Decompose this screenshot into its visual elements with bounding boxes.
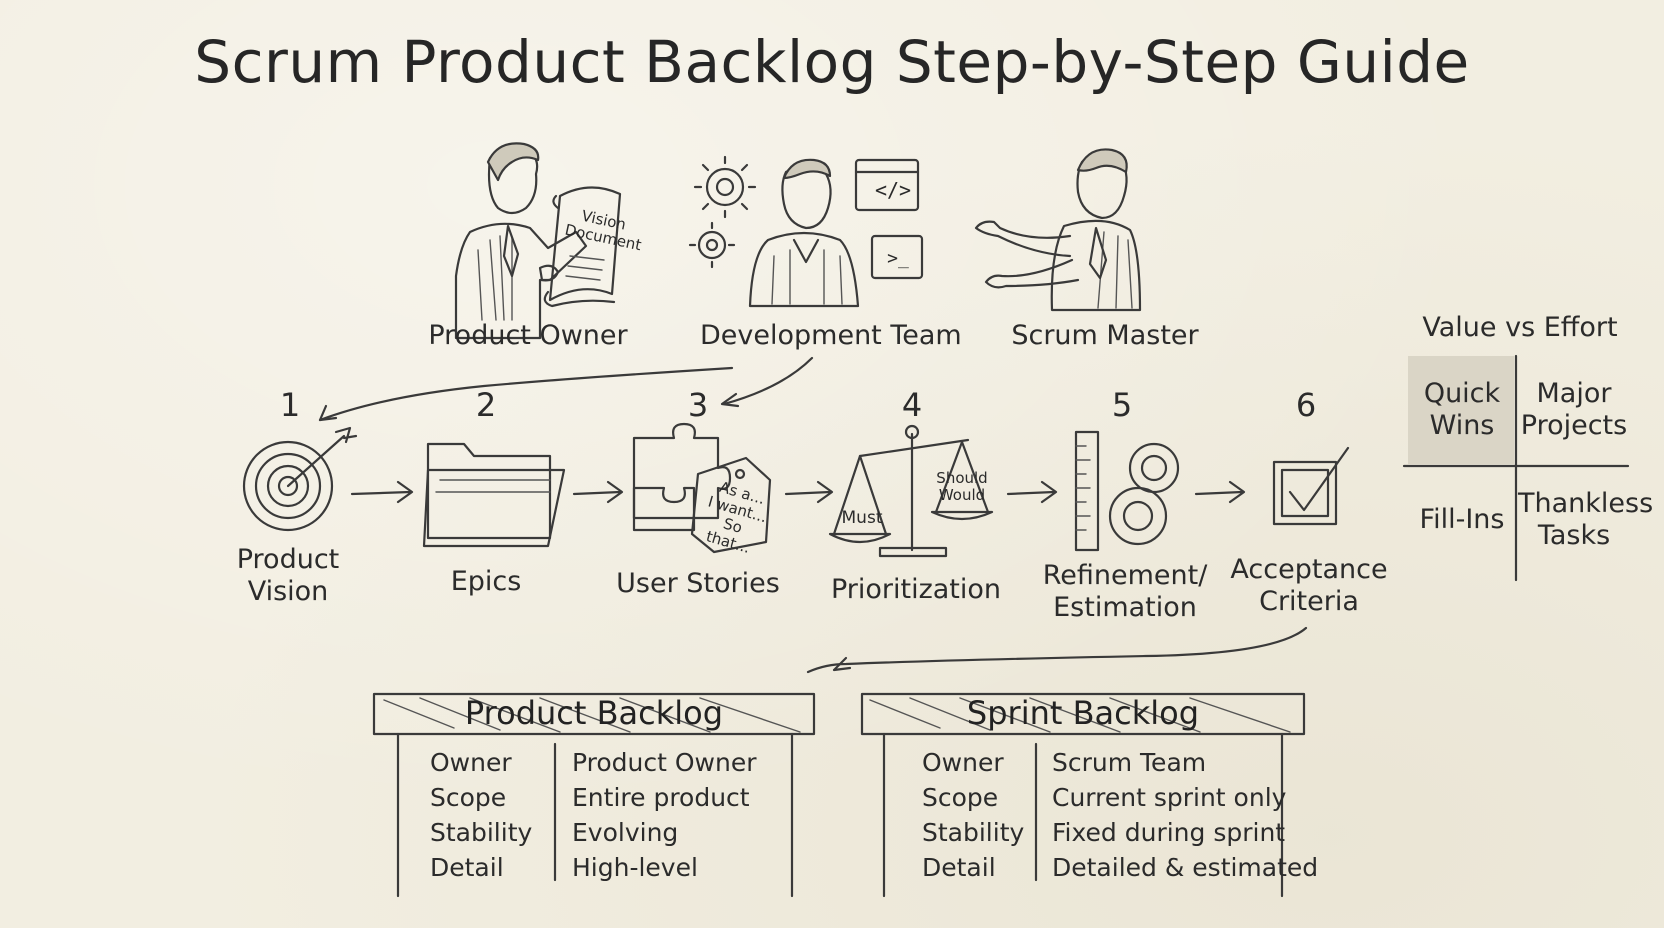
role-label-scrum-master: Scrum Master — [1011, 320, 1199, 351]
table-row-value: Evolving — [572, 818, 679, 847]
table-row-value: Entire product — [572, 783, 750, 812]
table-row-key: Stability — [922, 818, 1025, 847]
role-label-product-owner: Product Owner — [428, 320, 628, 351]
table-row-key: Scope — [922, 783, 999, 812]
matrix-cell-major-projects: Major Projects — [1520, 378, 1628, 441]
table-row-value: Current sprint only — [1052, 783, 1287, 812]
should-would-pan-label: Should Would — [936, 469, 988, 504]
product-backlog-header: Product Backlog — [464, 694, 724, 732]
balance-scale-icon — [828, 424, 994, 558]
step-number-4: 4 — [901, 386, 923, 424]
arrow-2-3 — [572, 480, 624, 504]
target-icon — [242, 426, 358, 532]
step-label-epics: Epics — [450, 566, 522, 597]
step-label-refinement-estimation: Refinement/ Estimation — [1042, 560, 1208, 623]
sprint-backlog-header: Sprint Backlog — [966, 694, 1200, 732]
folder-icon — [422, 442, 566, 548]
must-pan-label: Must — [841, 508, 883, 528]
table-row-key: Detail — [922, 853, 996, 882]
table-row-value: Detailed & estimated — [1052, 853, 1319, 882]
curved-arrow-to-backlogs — [806, 626, 1308, 674]
matrix-cell-fill-ins: Fill-Ins — [1419, 504, 1505, 535]
table-row-value: Product Owner — [572, 748, 757, 777]
person-with-scroll-icon — [454, 142, 622, 340]
curved-arrow-to-stories — [722, 356, 814, 406]
terminal-tag-icon: >_ — [887, 248, 909, 269]
table-row-key: Owner — [922, 748, 1004, 777]
page-title: Scrum Product Backlog Step-by-Step Guide — [194, 28, 1470, 96]
value-effort-matrix-grid — [1402, 354, 1630, 582]
role-label-development-team: Development Team — [700, 320, 962, 351]
step-label-acceptance-criteria: Acceptance Criteria — [1230, 554, 1388, 617]
arrow-3-4 — [784, 480, 834, 504]
step-label-prioritization: Prioritization — [830, 574, 1002, 605]
matrix-cell-quick-wins: Quick Wins — [1423, 378, 1501, 441]
table-row-key: Scope — [430, 783, 507, 812]
arrow-1-2 — [350, 480, 414, 504]
puzzle-tag-icon — [632, 422, 772, 554]
arrow-5-6 — [1194, 480, 1246, 504]
table-row-value: Scrum Team — [1052, 748, 1207, 777]
table-row-value: High-level — [572, 853, 698, 882]
sprint-backlog-keys: Owner Scope Stability Detail — [922, 745, 1024, 885]
matrix-cell-thankless-tasks: Thankless Tasks — [1518, 488, 1654, 551]
sprint-backlog-values: Scrum Team Current sprint only Fixed dur… — [1052, 745, 1318, 885]
curved-arrow-to-vision — [318, 366, 734, 422]
arrow-4-5 — [1006, 480, 1058, 504]
step-number-2: 2 — [475, 386, 497, 424]
matrix-title: Value vs Effort — [1422, 312, 1618, 343]
checkbox-icon — [1272, 446, 1350, 526]
table-row-key: Stability — [430, 818, 533, 847]
product-backlog-frame — [372, 692, 816, 898]
person-gesturing-icon — [974, 148, 1142, 312]
step-number-5: 5 — [1111, 386, 1133, 424]
code-tag-icon: </> — [874, 178, 912, 202]
person-with-gears-icon — [688, 155, 924, 308]
step-number-3: 3 — [687, 386, 709, 424]
product-backlog-keys: Owner Scope Stability Detail — [430, 745, 532, 885]
table-row-key: Owner — [430, 748, 512, 777]
step-number-6: 6 — [1295, 386, 1317, 424]
step-number-1: 1 — [279, 386, 301, 424]
sprint-backlog-frame — [860, 692, 1306, 898]
product-backlog-values: Product Owner Entire product Evolving Hi… — [572, 745, 757, 885]
table-row-value: Fixed during sprint — [1052, 818, 1286, 847]
step-label-user-stories: User Stories — [616, 568, 780, 599]
ruler-chips-icon — [1074, 430, 1180, 552]
step-label-product-vision: Product Vision — [236, 544, 340, 607]
table-row-key: Detail — [430, 853, 504, 882]
